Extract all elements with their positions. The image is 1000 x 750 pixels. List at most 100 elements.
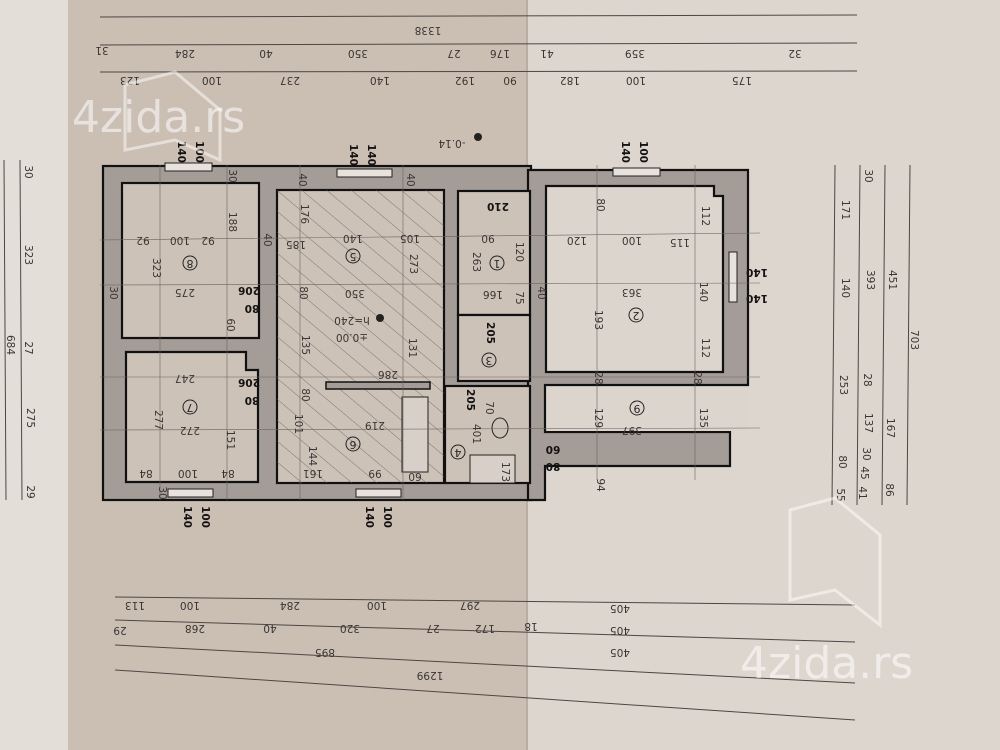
room-2	[544, 184, 725, 374]
room-number-text: 9	[634, 402, 641, 415]
room-number-3: 3	[481, 352, 497, 368]
dim-label: 27	[22, 341, 34, 354]
window	[728, 251, 738, 303]
dim-label: 27	[447, 47, 460, 59]
dim-label: 45	[858, 466, 870, 479]
window-height: 140	[365, 144, 377, 166]
dim-label: 30	[156, 486, 168, 499]
window-width: 140	[746, 266, 768, 278]
dim-label: 176	[490, 47, 510, 59]
shower-tray	[469, 454, 516, 484]
dim-label: 167	[884, 418, 896, 438]
watermark-text: 4zida.rs	[740, 638, 913, 689]
dim-label: 451	[886, 270, 898, 290]
room-number-8: 8	[182, 255, 198, 271]
room-number-text: 6	[350, 438, 357, 451]
dim-label: 100	[367, 599, 387, 611]
room-number-text: 3	[486, 354, 493, 367]
dim-label: 30	[862, 169, 874, 182]
watermark-logo-icon	[123, 70, 222, 163]
dim-label: 286	[378, 368, 398, 380]
dim-label: 112	[699, 206, 711, 226]
elevation-marker-icon	[376, 314, 384, 322]
dim-label: 75	[513, 291, 525, 304]
room-3-hall	[456, 313, 532, 383]
dim-label: 323	[150, 258, 162, 278]
dim-label: 40	[404, 173, 416, 186]
dim-label: 397	[622, 424, 642, 436]
right-dimensions: 171 140 253 80 55 30 393 28 137 30 45 41…	[831, 164, 920, 506]
dim-label: 393	[864, 270, 876, 290]
partition-wall	[325, 381, 431, 390]
dim-label: 27	[426, 622, 439, 634]
dim-label: 166	[483, 288, 503, 300]
dim-label: 350	[348, 47, 368, 59]
dim-label: 275	[175, 286, 195, 298]
dim-label: 86	[883, 483, 895, 497]
watermark-bottom-right: 4zida.rs	[740, 496, 913, 689]
window-width: 140	[363, 506, 375, 528]
window-height: 140	[746, 292, 768, 304]
dim-label: 273	[407, 254, 419, 274]
dim-label: 28	[691, 371, 703, 384]
window	[167, 488, 214, 498]
dim-label: 151	[224, 430, 236, 450]
building	[101, 164, 750, 502]
dim-label: 100	[180, 599, 200, 611]
dim-label: 90	[481, 232, 494, 244]
dim-label: 173	[499, 462, 511, 482]
window	[336, 168, 393, 178]
dim-label: 140	[343, 232, 363, 244]
window-width: 140	[619, 141, 631, 163]
dim-label: 29	[24, 485, 36, 498]
dim-label: 137	[862, 413, 874, 433]
dim-label: 28	[592, 371, 604, 384]
window-width: 140	[347, 144, 359, 166]
dim-label: 247	[175, 372, 195, 384]
dim-label: 320	[340, 622, 360, 634]
watermark-top-left: 4zida.rs	[72, 70, 245, 163]
door-label: 80	[546, 460, 561, 472]
dim-label: 94	[594, 478, 606, 492]
door-label: 210	[487, 200, 509, 212]
dim-label: 401	[470, 424, 482, 444]
dim-label: 268	[185, 622, 205, 634]
windows: 140 100 140 140 140 100 140 100 140 100 …	[164, 141, 768, 528]
left-dimensions: 30 323 27 275 29 684	[3, 159, 36, 501]
dim-label: 84	[221, 467, 235, 479]
dim-label: 40	[296, 173, 308, 186]
dim-label: 30	[860, 447, 872, 460]
door-label: 80	[245, 394, 260, 406]
dim-label: 40	[259, 47, 272, 59]
room-number-text: 5	[350, 250, 357, 263]
dim-label: 284	[280, 599, 300, 611]
dim-label: 185	[286, 238, 306, 250]
room-dimensions: 92 100 92 188 323 275 60 247 272 277 151…	[107, 169, 711, 499]
dim-label: 92	[136, 234, 149, 246]
room-9-terrace	[547, 387, 747, 431]
dim-label: 70	[483, 401, 495, 414]
door-label: 206	[238, 376, 260, 388]
dim-label: 100	[170, 234, 190, 246]
room-number-text: 7	[187, 401, 194, 414]
room-number-7: 7	[182, 399, 198, 415]
dim-label: 80	[594, 198, 606, 211]
dim-label: 323	[22, 245, 34, 265]
dim-label: 80	[299, 388, 311, 401]
dim-label: 140	[697, 282, 709, 302]
ceiling-height: h=240	[334, 314, 370, 326]
dim-label: 192	[455, 74, 475, 86]
dim-label: 99	[368, 467, 381, 479]
elevation-marker-icon	[474, 133, 482, 141]
door-label: 80	[245, 302, 260, 314]
dim-label: 219	[365, 419, 385, 431]
door-label: 205	[464, 389, 476, 411]
window-height: 100	[381, 506, 393, 528]
dim-label: 277	[152, 410, 164, 430]
dim-label: 92	[201, 234, 214, 246]
room-number-4: 4	[450, 444, 466, 460]
dim-label: 112	[699, 338, 711, 358]
dim-label: 284	[175, 47, 195, 59]
dim-label: 105	[400, 232, 420, 244]
